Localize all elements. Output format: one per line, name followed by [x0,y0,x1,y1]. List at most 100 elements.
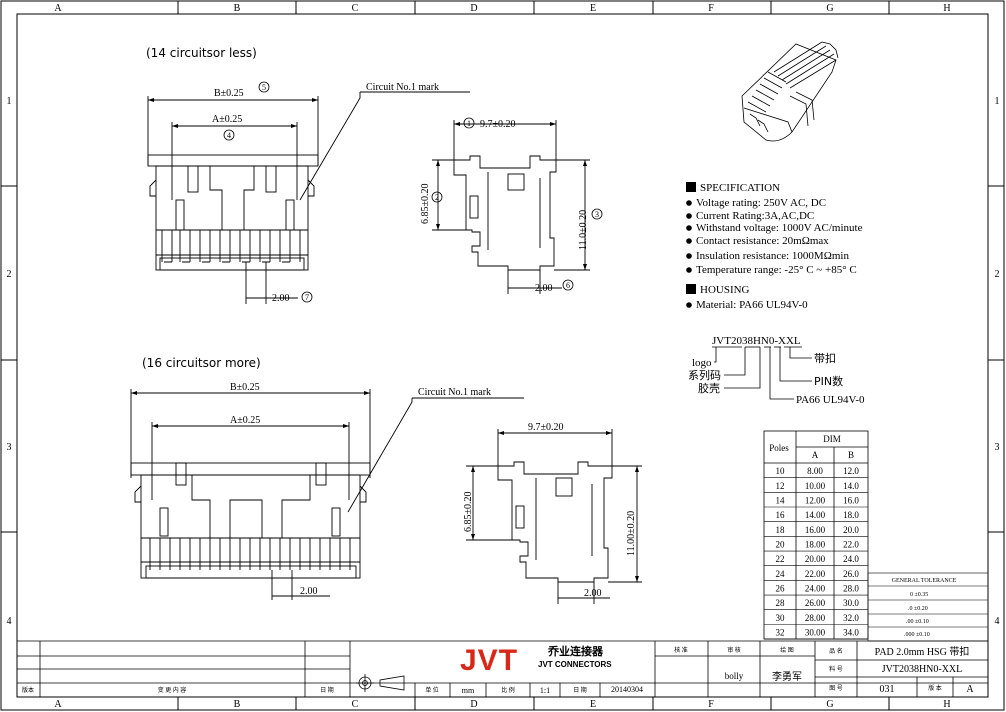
col-label-top: D [470,3,477,14]
tolerance-row: .000 ±0.10 [904,632,930,638]
balloon: 2 [435,193,439,202]
date-value: 20140304 [611,685,643,694]
col-label-top: H [943,3,950,14]
table-cell-poles: 10 [776,466,786,476]
table-cell-poles: 28 [776,598,786,608]
col-label-bottom: C [352,699,359,710]
circuit-mark-label: Circuit No.1 mark [366,82,439,93]
general-tolerance: GENERAL TOLERANCE 0 ±0.35 .0 ±0.20 .00 ±… [867,572,989,642]
front-view-14-circuits: (14 circuitsor less) [146,46,470,304]
drafter-name: 李勇军 [772,670,802,683]
row-label-right: 2 [995,269,1000,280]
col-label-bottom: F [708,699,714,710]
table-cell-b: 20.0 [843,525,859,535]
balloon: 5 [262,83,266,92]
review-label: 审 核 [727,646,741,654]
col-label-bottom: G [826,699,833,710]
table-cell-a: 22.00 [805,569,826,579]
brand-logo: JVT [460,644,518,677]
balloon: 7 [305,293,309,302]
pitch-label: 2.00 [584,588,602,599]
side-view-bottom: 9.7±0.20 6.85±0.20 11.00±0.20 2.00 [463,422,642,604]
circuit-mark-label: Circuit No.1 mark [418,387,491,398]
table-cell-a: 14.00 [805,510,826,520]
table-cell-poles: 30 [776,613,786,623]
unit-label: 单 位 [425,686,439,694]
drawing-no-label: 图 号 [829,685,843,692]
tolerance-row: 0 ±0.35 [910,592,928,598]
table-cell-a: 20.00 [805,554,826,564]
table-cell-b: 28.0 [843,584,859,594]
table-cell-b: 22.0 [843,540,859,550]
spec-line: Insulation resistance: 1000MΩmin [696,250,849,262]
col-label-top: E [590,3,596,14]
table-cell-poles: 32 [776,628,785,638]
drawn-label: 绘 图 [780,646,794,654]
table-cell-b: 30.0 [843,598,859,608]
table-cell-a: 16.00 [805,525,826,535]
col-label-bottom: D [470,699,477,710]
balloon: 3 [595,210,599,219]
spec-line: Withstand voltage: 1000V AC/minute [696,222,863,234]
code-housing: 胶壳 [698,381,720,395]
pitch-label: 2.00 [272,293,290,304]
col-label-top: A [54,3,62,14]
balloon: 6 [566,281,570,290]
version-value: A [966,684,974,695]
table-cell-a: 24.00 [805,584,826,594]
row-label-right: 4 [995,616,1000,627]
table-cell-poles: 12 [776,481,785,491]
title-block: JVT 乔业连接器 JVT CONNECTORS 版本 变 更 内 容 日 期 … [17,640,988,697]
table-cell-poles: 20 [776,540,786,550]
row-label-right: 1 [995,96,1000,107]
code-latch: 带扣 [814,351,836,365]
tolerance-row: .0 ±0.20 [908,606,928,612]
jvt-logo: JVT 乔业连接器 JVT CONNECTORS [460,644,612,677]
name-label: 品 名 [829,647,843,655]
row-label-left: 1 [7,96,12,107]
table-cell-a: 28.00 [805,613,826,623]
tolerance-title: GENERAL TOLERANCE [892,578,957,584]
table-cell-b: 26.0 [843,569,859,579]
col-label-top: C [352,3,359,14]
unit-value: mm [462,686,475,695]
date-label-2: 日 期 [573,686,587,694]
col-label-top: B [234,3,241,14]
change-label: 变 更 内 容 [158,686,187,694]
code-pins: PIN数 [814,375,843,388]
brand-en: JVT CONNECTORS [538,660,612,669]
part-label: 料 号 [829,665,843,673]
table-cell-poles: 24 [776,569,786,579]
table-cell-b: 14.0 [843,481,859,491]
col-b-header: B [848,450,854,460]
dim-width-label: 9.7±0.20 [480,119,516,130]
col-label-bottom: A [54,699,62,710]
row-label-right: 3 [995,442,1000,453]
pitch-label: 2.00 [535,283,553,294]
dim-depth-label: 11.0±0.20 [578,210,589,250]
balloon: 4 [227,131,231,140]
code-material: PA66 UL94V-0 [796,394,865,406]
drawing-number: 031 [880,684,895,695]
product-name: PAD 2.0mm HSG 带扣 [875,645,970,658]
scale-label: 比 例 [501,686,515,694]
brand-cn: 乔业连接器 [547,644,604,658]
pitch-label: 2.00 [300,586,318,597]
part-number: JVT2038HN0-XXL [882,664,963,675]
version-label: 版 本 [928,684,942,692]
dim-b-label: B±0.25 [230,382,260,393]
table-cell-b: 24.0 [843,554,859,564]
housing-material: Material: PA66 UL94V-0 [696,299,808,311]
specification-block: SPECIFICATION Voltage rating: 250V AC, D… [686,182,863,311]
dim-width-label: 9.7±0.20 [528,422,564,433]
table-cell-poles: 26 [776,584,786,594]
table-cell-poles: 16 [776,510,786,520]
table-cell-poles: 18 [776,525,786,535]
spec-line: Voltage rating: 250V AC, DC [696,197,826,209]
approve-label: 核 准 [674,646,688,654]
table-cell-b: 32.0 [843,613,859,623]
dim-a-label: A±0.25 [230,415,260,426]
row-label-left: 3 [7,442,12,453]
